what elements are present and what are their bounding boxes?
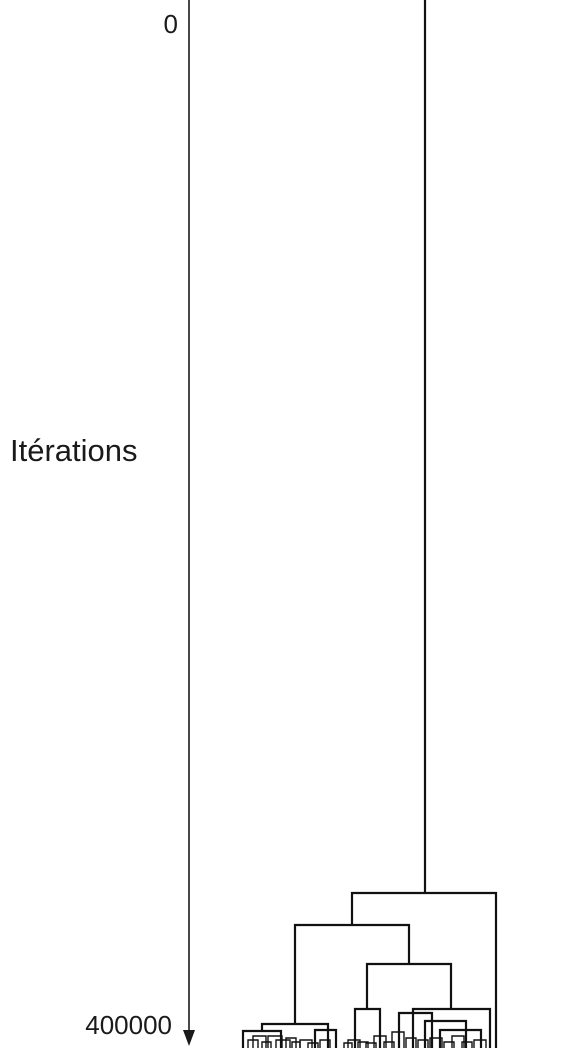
- leaf-merge: [365, 1042, 377, 1048]
- merge-level-1: [350, 891, 498, 1048]
- axis-arrow-icon: [183, 1030, 195, 1046]
- merge-mid-d: [423, 1019, 468, 1048]
- iterations-axis: 0 Itérations 400000: [10, 0, 195, 1046]
- leaf-merge: [261, 1041, 272, 1048]
- axis-title: Itérations: [10, 433, 138, 468]
- merge-mid-b: [411, 1007, 492, 1048]
- leaf-merge: [275, 1039, 291, 1048]
- leaf-merge: [429, 1037, 443, 1048]
- leaf-merge: [473, 1039, 487, 1048]
- leaf-merge: [383, 1041, 395, 1048]
- leaf-merge: [417, 1039, 429, 1048]
- leaf-merge: [357, 1041, 369, 1048]
- dendrogram-tree: [241, 0, 498, 1048]
- merge-left-a: [260, 1022, 330, 1048]
- merge-level-3: [365, 962, 453, 1009]
- merge-level-2: [293, 923, 411, 1024]
- leaf-merge: [461, 1041, 473, 1048]
- leaf-merge: [307, 1042, 319, 1048]
- leaf-merge: [347, 1039, 361, 1048]
- merge-mid-c: [397, 1011, 434, 1048]
- leaf-merge: [443, 1041, 455, 1048]
- tick-label-start: 0: [164, 9, 178, 39]
- leaf-merge: [267, 1035, 283, 1048]
- leaf-merge: [285, 1037, 297, 1048]
- leaf-merge: [319, 1039, 331, 1048]
- merge-mid-e: [438, 1028, 483, 1048]
- leaf-merge: [391, 1031, 405, 1048]
- merge-left-c: [313, 1028, 338, 1048]
- merge-mid-a: [353, 1007, 382, 1048]
- leaf-merge: [405, 1037, 417, 1048]
- leaf-merge: [299, 1039, 313, 1048]
- leaf-merges: [247, 1031, 487, 1048]
- tick-label-end: 400000: [85, 1010, 172, 1040]
